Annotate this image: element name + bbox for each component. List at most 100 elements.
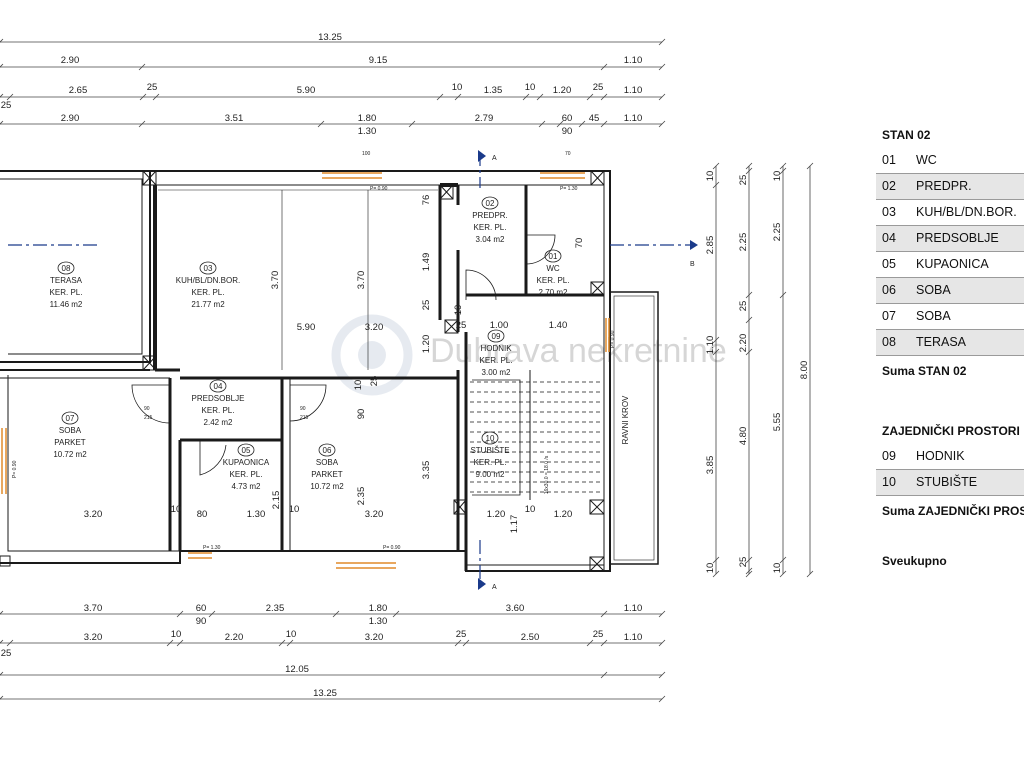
room-area: 21.77 m2 bbox=[191, 300, 225, 309]
legend-row-number: 06 bbox=[882, 283, 896, 297]
room-area: 11.46 m2 bbox=[50, 300, 83, 309]
dim-top-4-6: 45 bbox=[589, 113, 600, 124]
dim-r3-2: 2.25 bbox=[772, 223, 783, 242]
dim-bot-2-9: 1.10 bbox=[624, 632, 643, 643]
int-dim-16: 3.20 bbox=[365, 509, 384, 520]
dim-bot-2-4: 10 bbox=[286, 629, 297, 640]
legend-row-number: 08 bbox=[882, 335, 896, 349]
legend-total: Sveukupno bbox=[882, 554, 947, 568]
dim-top-3-left: 25 bbox=[1, 100, 12, 111]
staircase bbox=[470, 370, 600, 500]
section-b-label: B bbox=[690, 261, 695, 268]
int-dim-14: 2.15 bbox=[271, 491, 282, 510]
room-floor: KER. PL. bbox=[480, 356, 513, 365]
room-floor: KER. PL. bbox=[230, 470, 263, 479]
room-name: KUH/BL/DN.BOR. bbox=[176, 276, 240, 285]
legend-row-name: HODNIK bbox=[916, 449, 965, 463]
room-num: 01 bbox=[549, 252, 558, 261]
dim-top-4-5: 60 bbox=[562, 113, 573, 124]
right-dim-labels: 10 2.85 1.10 3.85 10 25 2.25 25 2.20 4.8… bbox=[705, 171, 810, 574]
int-dim-15: 2.35 bbox=[356, 487, 367, 506]
door-swings bbox=[131, 234, 556, 476]
section-a-bottom: A bbox=[492, 584, 497, 591]
int-dim-12: 80 bbox=[197, 509, 208, 520]
dim-bot-1-2: 60 bbox=[196, 603, 207, 614]
dim-r1-1: 10 bbox=[705, 171, 716, 182]
dim-r2-4: 2.20 bbox=[738, 334, 749, 353]
room-area: 3.04 m2 bbox=[476, 235, 505, 244]
room-num: 10 bbox=[486, 434, 495, 443]
dim-bot-2-3: 2.20 bbox=[225, 632, 244, 643]
int-dim-26: 10 bbox=[289, 504, 300, 515]
dim-top-3-8: 25 bbox=[593, 82, 604, 93]
room-num: 03 bbox=[204, 264, 213, 273]
room-name: TERASA bbox=[50, 276, 83, 285]
legend-zaj-title: ZAJEDNIČKI PROSTORI bbox=[882, 424, 1020, 438]
dim-top-4-3b: 1.30 bbox=[358, 126, 377, 137]
legend-row-name: PREDSOBLJE bbox=[916, 231, 999, 245]
dim-top-4-1: 2.90 bbox=[61, 113, 80, 124]
room-num: 08 bbox=[62, 264, 71, 273]
dim-bot-2-6: 25 bbox=[456, 629, 467, 640]
int-dim-1: 3.70 bbox=[270, 271, 281, 290]
room-area: 10.72 m2 bbox=[53, 450, 87, 459]
int-dim-29: 10 bbox=[453, 305, 464, 316]
int-dim-21: 10 bbox=[171, 504, 182, 515]
room-floor: KER. PL. bbox=[474, 458, 507, 467]
room-name: KUPAONICA bbox=[223, 458, 270, 467]
parapet-soba: P= 0.90 bbox=[383, 545, 401, 551]
dim-bot-1-5: 3.60 bbox=[506, 603, 525, 614]
dim-r2-3: 25 bbox=[738, 301, 749, 312]
room-area: 2.70 m2 bbox=[539, 288, 568, 297]
dim-r2-6: 25 bbox=[738, 557, 749, 568]
room-num: 02 bbox=[486, 199, 495, 208]
dim-bot-2-left: 25 bbox=[1, 648, 12, 659]
int-dim-7: 1.20 bbox=[421, 335, 432, 354]
dim-top-4-3: 1.80 bbox=[358, 113, 377, 124]
room-num: 04 bbox=[214, 382, 223, 391]
int-dim-28: 1.17 bbox=[509, 515, 520, 534]
dim-top-3-5: 1.35 bbox=[484, 85, 503, 96]
dim-top-2-3: 1.10 bbox=[624, 55, 643, 66]
int-dim-8: 25 bbox=[456, 320, 467, 331]
door-215-left: 215 bbox=[144, 415, 153, 421]
dim-top-3-9: 1.10 bbox=[624, 85, 643, 96]
int-dim-3: 5.90 bbox=[297, 322, 316, 333]
room-name: PREDPR. bbox=[472, 211, 508, 220]
int-dim-27: 10 bbox=[525, 504, 536, 515]
room-area: 2.42 m2 bbox=[204, 418, 233, 427]
dim-top-3-7: 1.20 bbox=[553, 85, 572, 96]
ravni-krov-label: RAVNI KROV bbox=[621, 395, 630, 444]
int-dim-23: 10 bbox=[353, 380, 364, 391]
legend-row-number: 03 bbox=[882, 205, 896, 219]
dim-r3-3: 5.55 bbox=[772, 413, 783, 432]
dim-bot-2-2: 10 bbox=[171, 629, 182, 640]
legend-row-number: 09 bbox=[882, 449, 896, 463]
dim-top-total: 13.25 bbox=[318, 32, 342, 43]
room-floor: KER. PL. bbox=[474, 223, 507, 232]
interior-dimensions: 3.70 3.70 5.90 1.49 76 25 1.20 25 1.00 1… bbox=[84, 195, 585, 534]
room-floor: KER. PL. bbox=[50, 288, 83, 297]
parapet-kitchen: P= 0.90 bbox=[370, 186, 388, 192]
bottom-dimension-ticks bbox=[0, 610, 666, 703]
watermark-text: Dubrava nekretnine bbox=[430, 332, 727, 370]
dim-r2-5: 4.80 bbox=[738, 427, 749, 446]
dim-r1-4: 3.85 bbox=[705, 456, 716, 475]
dim-top-4-5b: 90 bbox=[562, 126, 573, 137]
int-dim-4: 1.49 bbox=[421, 253, 432, 272]
int-dim-10: 1.40 bbox=[549, 320, 568, 331]
int-dim-20: 1.20 bbox=[554, 509, 573, 520]
room-num: 05 bbox=[242, 446, 251, 455]
int-dim-5: 76 bbox=[421, 195, 432, 206]
int-dim-25: 70 bbox=[574, 238, 585, 249]
dim-top-4-4: 2.79 bbox=[475, 113, 494, 124]
